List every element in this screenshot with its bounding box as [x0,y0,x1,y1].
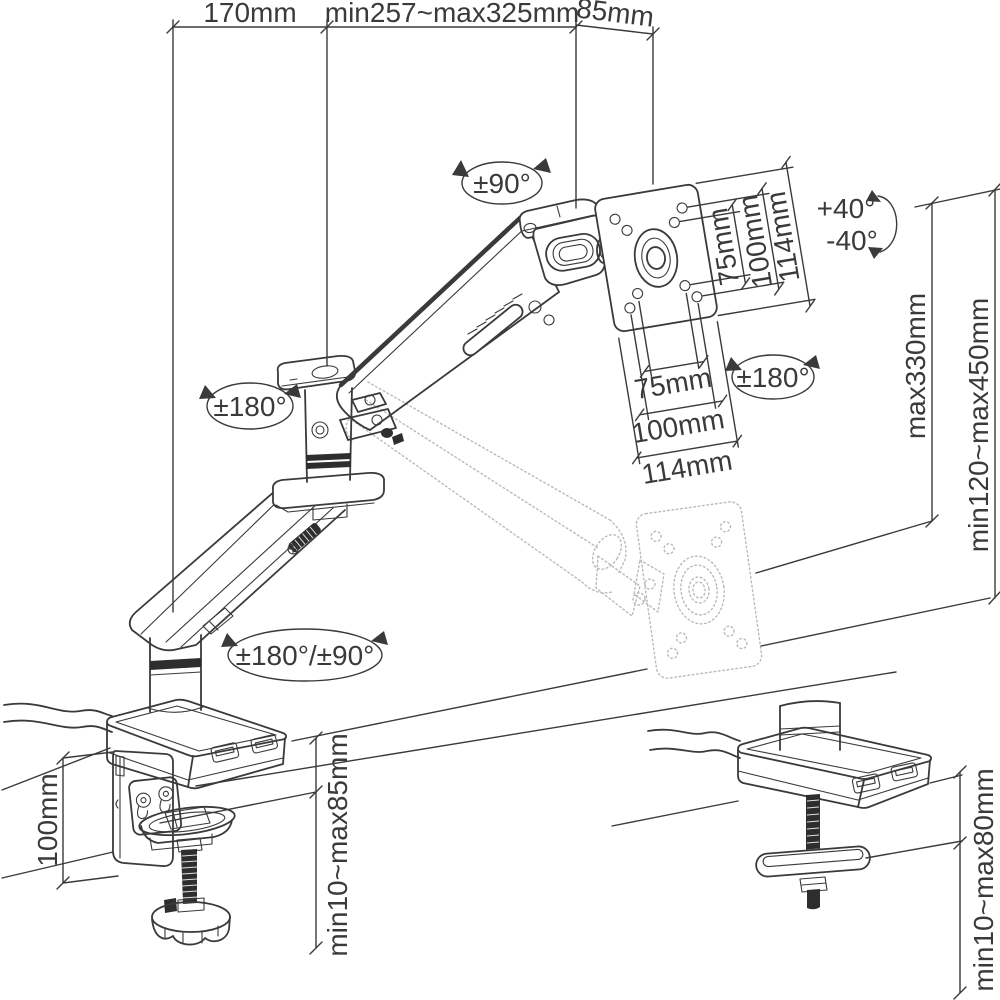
base-swivel: ±180°/±90° [221,628,388,682]
vesa-rotation-label: ±180° [736,362,809,393]
vesa-horizontal-114-label: 114mm [639,444,734,490]
top-joint-swivel: ±90° [452,158,551,205]
usb-ports [210,734,278,763]
grommet-bar [755,845,871,910]
grommet-dimensions: min10~max80mm [865,765,999,1000]
clamp-desk-thickness-label: min10~max85mm [322,733,353,956]
ghost-vesa-plate [635,501,763,679]
clamp-pad [138,805,236,851]
vesa-plate-group: 75mm 100mm 114mm 75mm 100mm 114mm [594,155,816,490]
vesa-rotation: ±180° [725,354,820,400]
height-dimensions: max330mm min120~max450mm [900,183,1000,605]
arm-rear-reach-label: 170mm [203,0,296,28]
top-dimensions: 170mm min257~max325mm 85mm [166,0,660,613]
top-joint [518,198,612,287]
tilt-range: +40° -40° [817,190,898,259]
grommet-usb-ports [851,762,918,794]
vesa-horizontal-75-label: 75mm [632,362,714,405]
keyhole-plate [128,776,183,836]
upper-arm [335,215,560,431]
grommet-mount-assembly [611,700,963,910]
top-joint-swivel-label: ±90° [473,168,531,199]
c-clamp [112,750,236,946]
height-full-range-label: min120~max450mm [963,298,994,552]
clamp-bracket-height-label: 100mm [32,773,63,866]
vesa-horizontal-100-label: 100mm [629,403,726,449]
tilt-up-label: +40° [817,193,876,224]
lower-arm [128,483,346,652]
tilt-down-label: -40° [826,225,878,256]
clamp-dimensions: 100mm min10~max85mm [32,731,353,957]
height-upper-range-label: max330mm [900,293,931,439]
mid-joint-fork [311,392,404,445]
clamp-screw [151,837,231,946]
angle-annotations: ±90° +40° -40° ±180° ±180° ±180°/±90° [199,158,898,682]
mid-joint-swivel-label: ±180° [213,391,286,422]
arm-front-reach-label: min257~max325mm [325,0,579,28]
vesa-head-depth-label: 85mm [575,0,656,33]
base-swivel-label: ±180°/±90° [236,640,375,671]
mid-joint [272,354,404,521]
mid-joint-swivel: ±180° [199,382,301,430]
desk-clamp-base [3,634,288,790]
grommet-desk-thickness-label: min10~max80mm [968,768,999,991]
desk-surface-lines [1,520,991,879]
ghost-lowered-arm [345,381,665,617]
